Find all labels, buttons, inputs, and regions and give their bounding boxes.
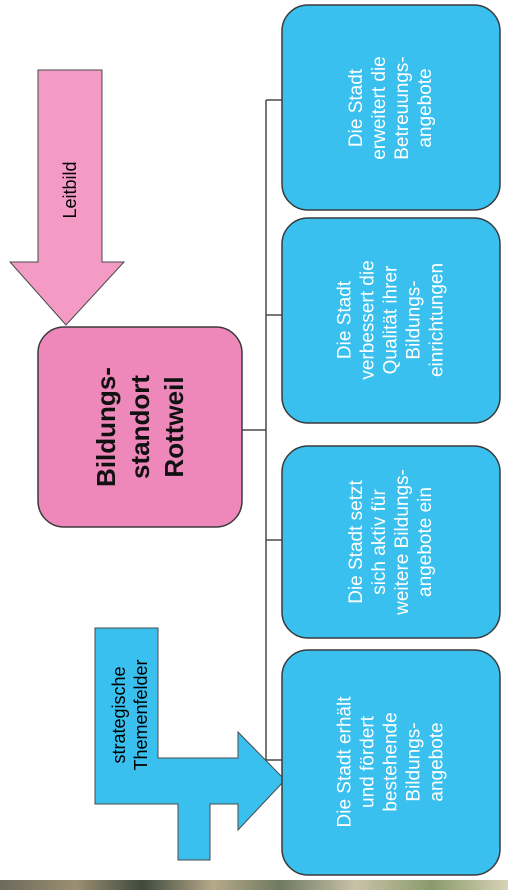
box-line: angebote [415,68,436,148]
box-line: angebote [426,722,448,802]
strategische-label: strategische Themenfelder [108,659,152,770]
box-bestehende-label: Die Stadt erhält und fördert bestehende … [334,697,449,828]
box-line: Qualität ihrer [380,265,402,375]
box-line: bestehende [380,712,402,812]
center-line-3: Rottweil [159,376,189,478]
box-line: Die Stadt [346,68,367,148]
strategische-arrow [94,627,286,861]
box-line: weitere Bildungs- [392,469,413,615]
box-weitere-label: Die Stadt setzt sich aktiv für weitere B… [345,469,437,615]
strategische-line-2: Themenfelder [131,659,151,771]
box-qualitaet-label: Die Stadt verbessert die Qualität ihrer … [334,260,449,379]
box-betreuung-label: Die Stadt erweitert die Betreuungs- ange… [345,56,437,160]
box-line: und fördert [357,716,379,808]
connector-lines [242,99,282,761]
center-box [37,326,243,528]
box-betreuung [281,4,501,211]
strategische-line-1: strategische [109,666,129,764]
center-line-1: Bildungs- [91,367,121,487]
box-line: Die Stadt setzt [346,480,367,604]
box-line: erweitert die [369,56,390,160]
box-line: Bildungs- [403,280,425,360]
leitbild-label-text: Leitbild [60,161,80,219]
leitbild-arrow [8,69,126,326]
box-line: sich aktiv für [369,489,390,595]
box-line: Die Stadt erhält [334,696,356,828]
box-line: verbessert die [357,260,379,380]
box-bestehende [281,649,501,876]
leitbild-label: Leitbild [59,161,81,218]
center-line-2: standort [125,375,155,479]
box-line: Die Stadt [334,280,356,360]
box-line: Bildungs- [403,722,425,802]
box-qualitaet [281,217,501,424]
box-line: angebote ein [415,487,436,597]
bottom-photo-strip [0,880,508,890]
box-line: einrichtungen [426,262,448,378]
box-weitere [281,445,501,639]
box-line: Betreuungs- [392,56,413,160]
center-label: Bildungs- standort Rottweil [89,367,191,487]
